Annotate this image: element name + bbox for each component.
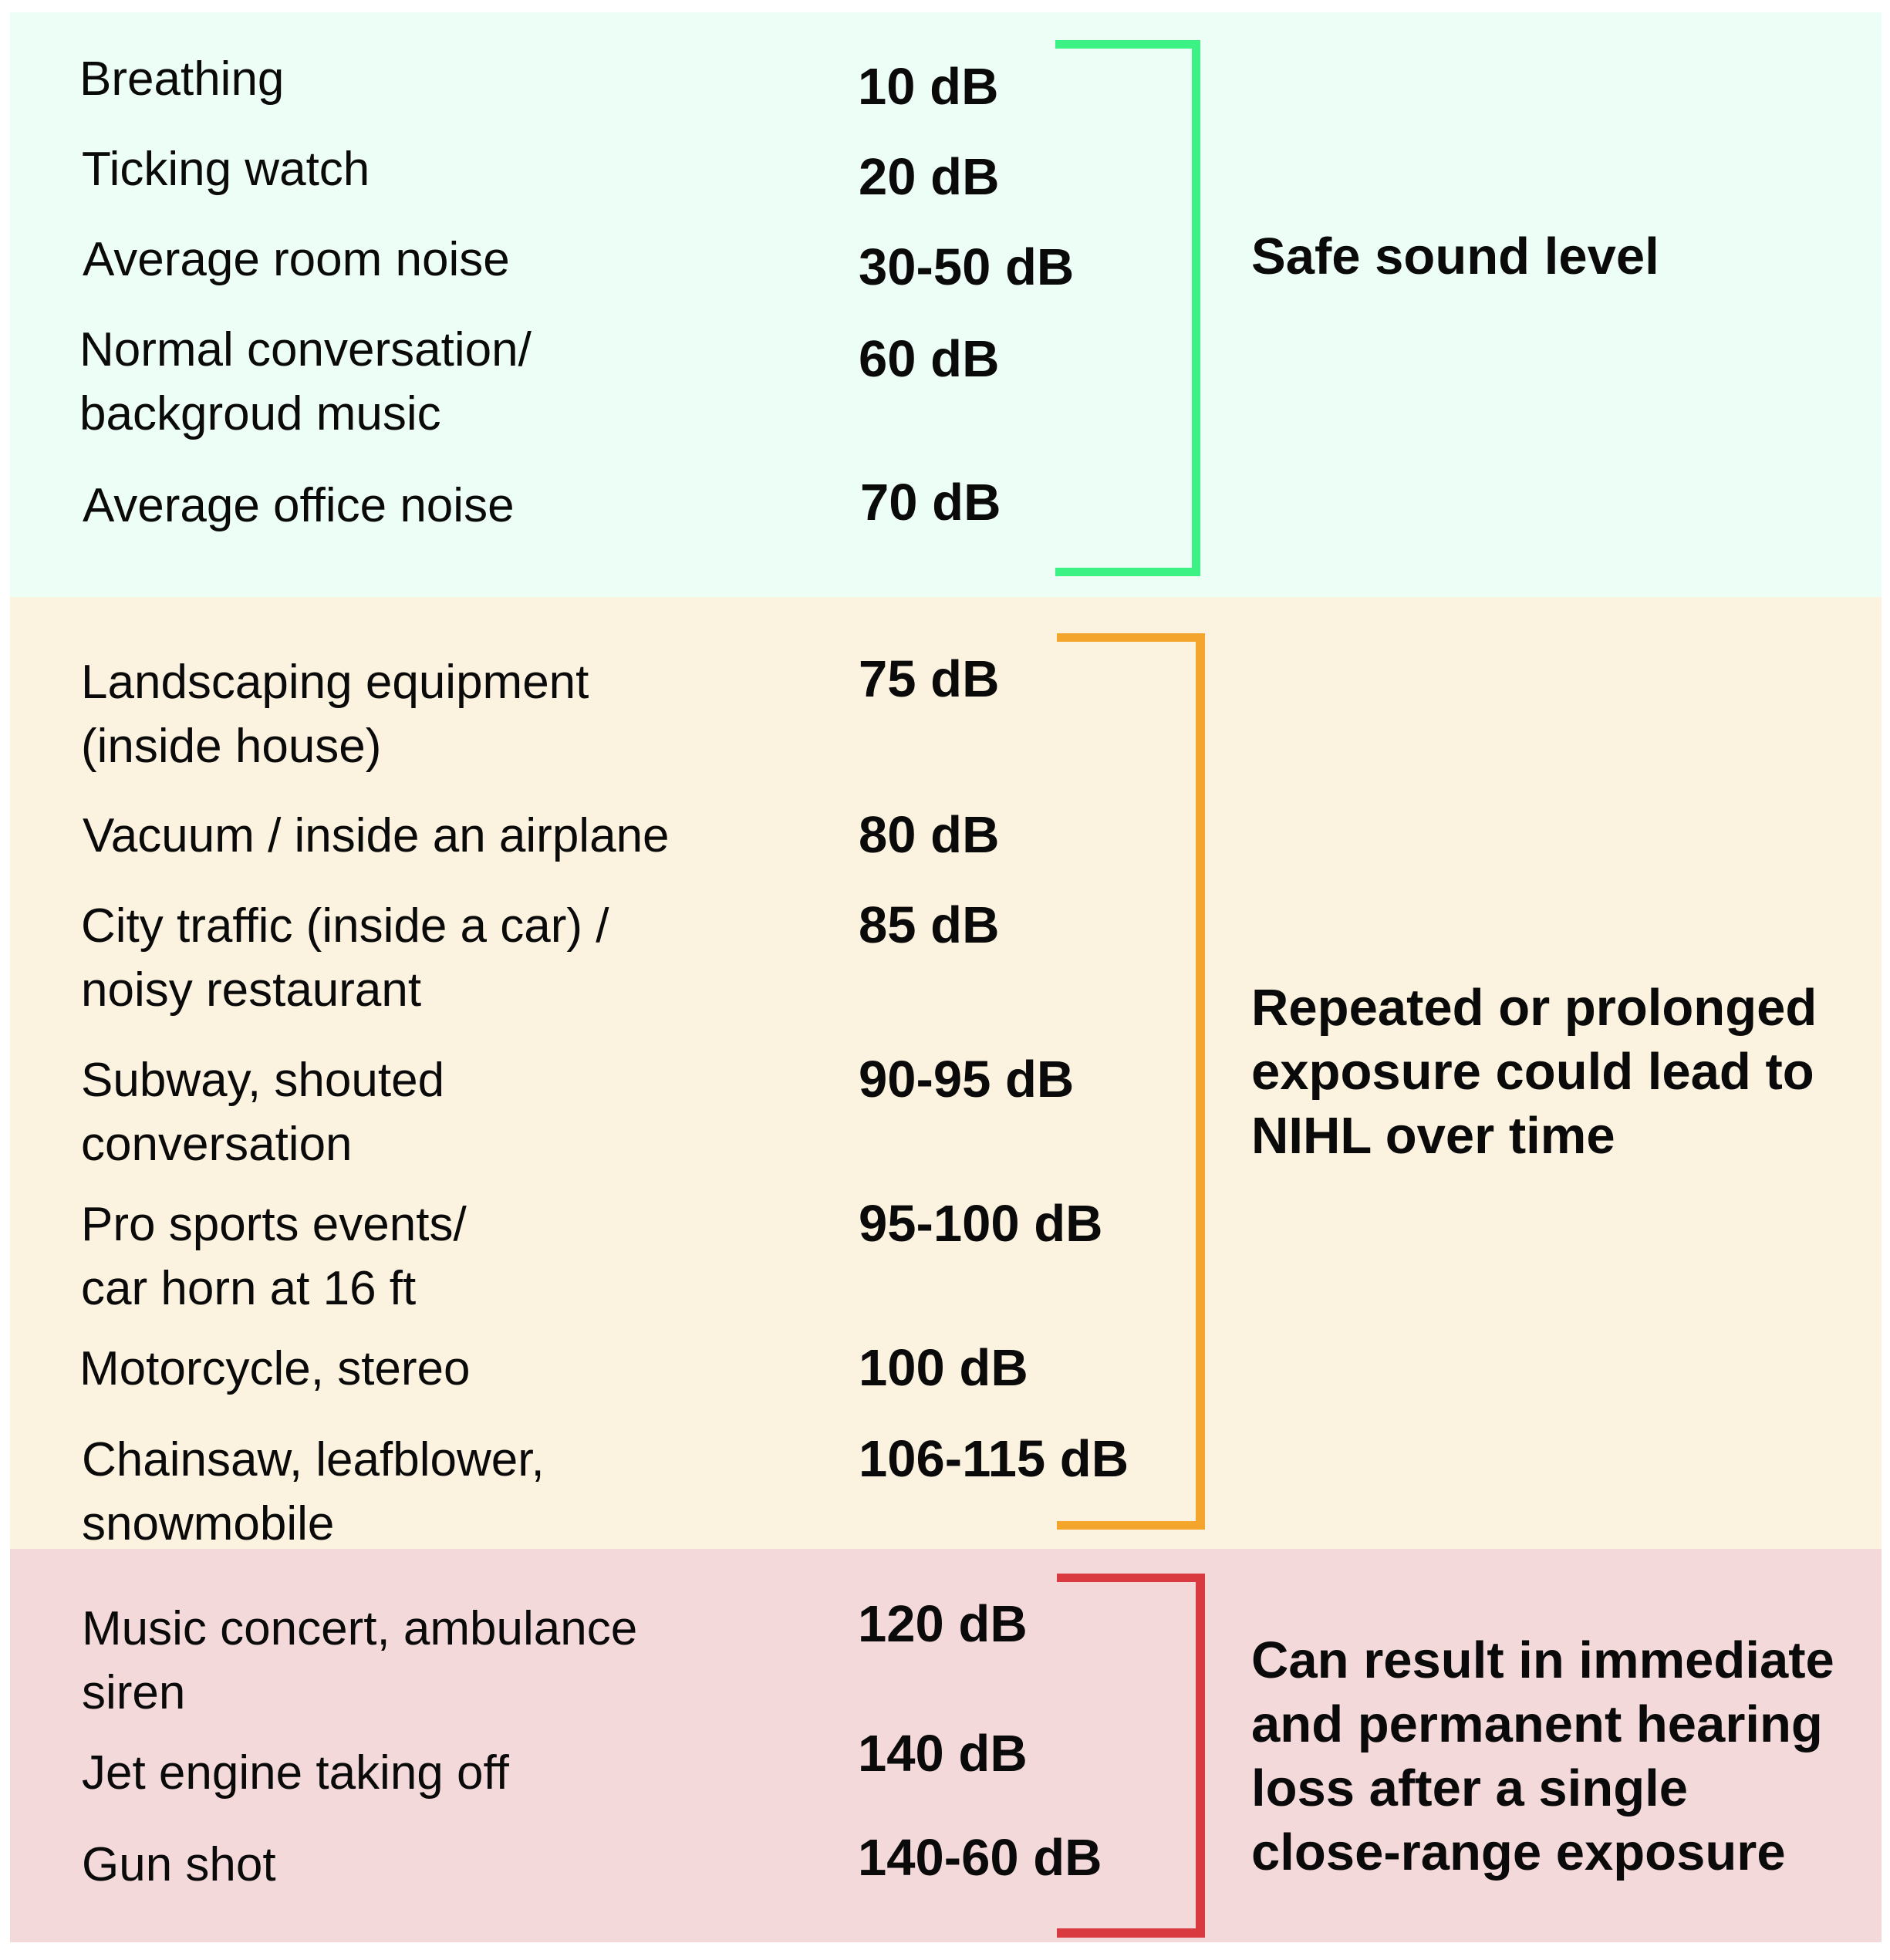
caution-zone-description: Repeated or prolonged exposure could lea… — [1251, 979, 1817, 1165]
sound-source-label-cont: noisy restaurant — [81, 963, 422, 1017]
sound-source-label: Gun shot — [82, 1838, 276, 1891]
sound-level-value: 10 dB — [858, 58, 999, 116]
caution-bracket-side — [1196, 633, 1205, 1530]
safe-zone-band — [10, 12, 1882, 597]
danger-zone-band — [10, 1549, 1882, 1942]
sound-source-label: Music concert, ambulance — [82, 1602, 638, 1655]
sound-source-label-cont: conversation — [81, 1118, 353, 1171]
sound-level-value: 75 dB — [859, 650, 1000, 708]
sound-source-label: Jet engine taking off — [82, 1746, 509, 1800]
sound-level-value: 70 dB — [860, 474, 1001, 531]
sound-source-label-cont: siren — [82, 1666, 186, 1719]
sound-level-value: 20 dB — [859, 148, 1000, 206]
sound-source-label: Subway, shouted — [81, 1054, 445, 1107]
sound-source-label: Chainsaw, leafblower, — [82, 1433, 545, 1486]
sound-source-label-cont: backgroud music — [79, 387, 441, 440]
danger-bracket-side — [1196, 1574, 1205, 1938]
sound-level-value: 100 dB — [859, 1339, 1028, 1397]
danger-bracket-top — [1057, 1574, 1205, 1582]
safe-bracket-side — [1192, 40, 1200, 576]
sound-source-label: Average room noise — [83, 233, 510, 286]
safe-zone-description: Safe sound level — [1251, 228, 1659, 285]
caution-zone-band — [10, 597, 1882, 1549]
sound-level-value: 120 dB — [858, 1595, 1028, 1653]
safe-bracket-top — [1055, 40, 1200, 49]
sound-level-value: 140-60 dB — [858, 1829, 1102, 1887]
sound-level-value: 90-95 dB — [859, 1051, 1075, 1108]
sound-level-value: 60 dB — [859, 330, 1000, 388]
sound-level-value: 80 dB — [859, 806, 1000, 864]
sound-source-label-cont: (inside house) — [81, 720, 382, 773]
sound-level-value: 95-100 dB — [859, 1195, 1103, 1253]
sound-source-label: Normal conversation/ — [79, 323, 532, 376]
sound-level-value: 106-115 dB — [859, 1430, 1129, 1488]
danger-bracket-bottom — [1057, 1928, 1205, 1938]
safe-bracket-bottom — [1055, 568, 1200, 576]
sound-source-label: Vacuum / inside an airplane — [83, 809, 670, 862]
sound-source-label: Motorcycle, stereo — [79, 1342, 471, 1395]
sound-source-label-cont: car horn at 16 ft — [81, 1262, 417, 1315]
sound-level-value: 85 dB — [859, 896, 1000, 954]
danger-zone-description: Can result in immediate and permanent he… — [1251, 1631, 1834, 1881]
sound-source-label: Ticking watch — [82, 143, 370, 196]
sound-level-value: 140 dB — [858, 1725, 1028, 1783]
sound-source-label: Landscaping equipment — [81, 656, 589, 709]
sound-level-value: 30-50 dB — [859, 238, 1075, 296]
sound-source-label: Pro sports events/ — [81, 1198, 467, 1251]
caution-bracket-top — [1057, 633, 1205, 642]
caution-bracket-bottom — [1057, 1521, 1205, 1530]
sound-source-label-cont: snowmobile — [82, 1497, 335, 1550]
sound-source-label: Breathing — [79, 52, 285, 106]
sound-source-label: Average office noise — [83, 479, 515, 532]
sound-source-label: City traffic (inside a car) / — [81, 899, 609, 953]
